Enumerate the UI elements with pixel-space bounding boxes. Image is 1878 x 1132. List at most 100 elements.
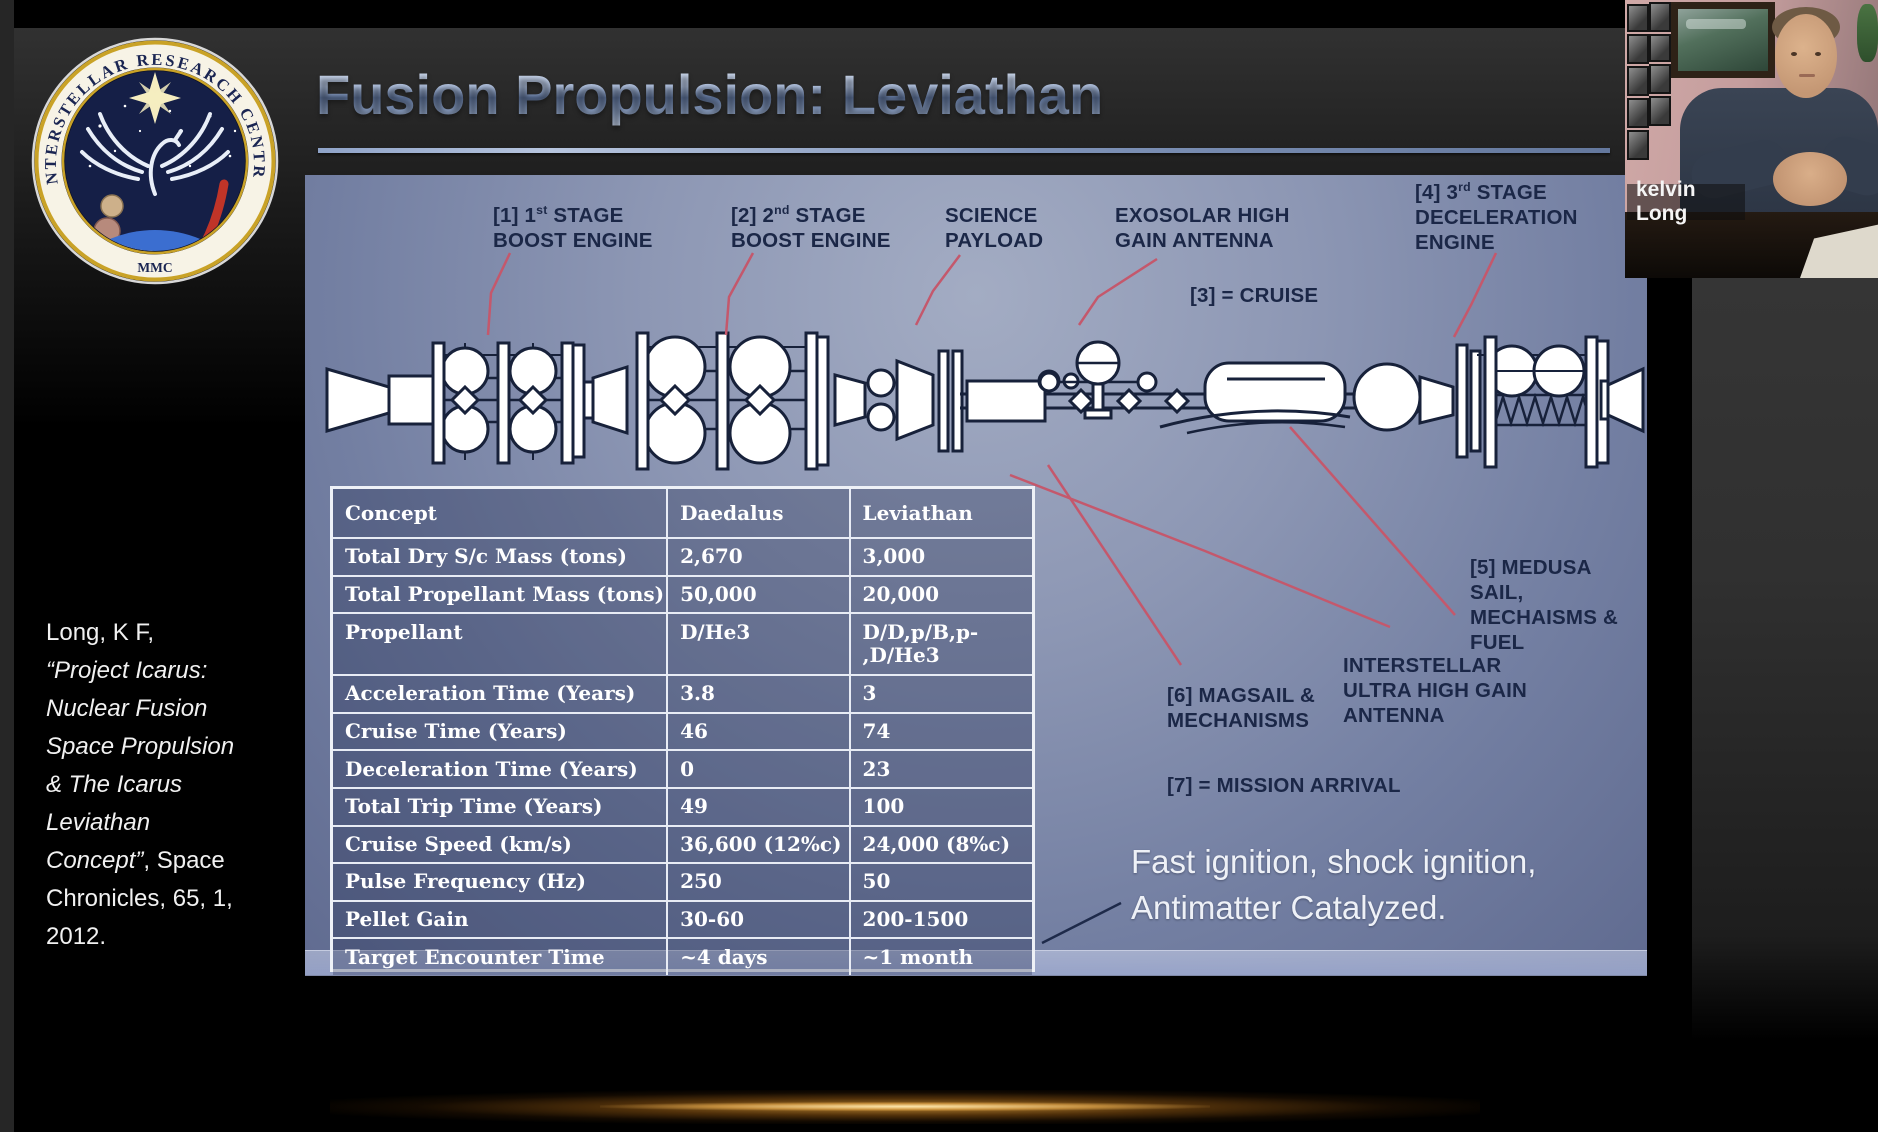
pegasus-icon [80,112,230,196]
irc-logo: INTERSTELLAR RESEARCH CENTRE MMC [30,36,279,285]
table-cell-value: 3.8 [666,676,848,712]
label-interstellar-antenna: INTERSTELLAR ULTRA HIGH GAIN ANTENNA [1343,654,1528,727]
citation-line: Concept”, Space [46,847,225,874]
pointer-lines [486,252,1498,666]
label-exosolar-antenna: EXOSOLAR HIGH GAIN ANTENNA [1115,204,1290,252]
citation-line: 2012. [46,923,107,950]
stage-light-core [600,1102,1210,1111]
table-row-label: Pellet Gain [345,907,469,932]
table-row: Cruise Speed (km/s) 36,600 (12%c)24,000 (… [333,824,1032,863]
table-row-label: Deceleration Time (Years) [345,756,638,781]
wall-photo [1649,64,1671,94]
table-cell-value: 50 [848,864,1032,900]
wall-painting [1671,2,1775,78]
table-row-label: Cruise Speed (km/s) [345,831,572,856]
citation-line: Chronicles, 65, 1, [46,885,233,912]
logo-emblem [65,71,245,251]
citation-line: “Project Icarus: [46,657,208,684]
label-cruise: [3] = CRUISE [1190,284,1319,307]
name-tag: kelvin Long [1627,178,1745,225]
table-cell-value: 30-60 [666,901,848,938]
table-cell-value: 36,600 (12%c) [666,826,848,863]
table-cell-value: 20,000 [848,576,1032,613]
table-cell-value: 250 [666,864,848,900]
wall-photo [1649,96,1671,126]
label-stage2-boost: [2] 2nd STAGE BOOST ENGINE [731,203,891,252]
ignition-pointer-line [1041,901,1122,945]
wall-photo [1649,34,1671,62]
star-icon [129,72,181,124]
citation-line: Nuclear Fusion [46,695,208,722]
label-science-payload: SCIENCE PAYLOAD [945,204,1044,252]
citation: Long, K F, “Project Icarus: Nuclear Fusion… [46,614,286,956]
table-row-label: Target Encounter Time [345,944,605,969]
table-cell-value: 24,000 (8%c) [848,826,1032,863]
slide-title: Fusion Propulsion: Leviathan [316,63,1104,126]
table-cell-value: 23 [848,751,1032,787]
presenter-eye [1791,52,1797,56]
plant [1857,4,1878,62]
citation-line: & The Icarus [46,771,183,798]
science-payload-box [965,379,1047,423]
wall-photo [1627,98,1649,128]
table-row-label: Concept [345,500,437,525]
first-stage-nozzle [325,367,391,433]
wall-photo [1627,4,1649,32]
label-mission-arrival: [7] = MISSION ARRIVAL [1167,774,1401,797]
table-cell-value: 3 [848,676,1032,712]
table-cell-value: 49 [666,788,848,825]
table-row: Target Encounter Time ~4 days~1 month [333,937,1032,975]
table-cell-value: 100 [848,788,1032,825]
webcam-video: kelvin Long [1625,0,1878,278]
table-cell-value: ~1 month [848,939,1032,975]
table-row-label: Total Trip Time (Years) [345,794,603,819]
table-row-label: Pulse Frequency (Hz) [345,869,586,894]
table-row-label: Cruise Time (Years) [345,719,567,744]
table-cell-value: D/D,p/B,p- ,D/He3 [848,614,1032,675]
logo-mmc-text: MMC [137,260,172,275]
table-cell-value: 50,000 [666,576,848,613]
table-cell-value: ~4 days [666,939,848,975]
table-row-label: Propellant [345,620,463,645]
label-magsail: [6] MAGSAIL & MECHANISMS [1167,684,1316,732]
wall-photo [1627,66,1649,96]
table-cell-value: 74 [848,713,1032,750]
table-cell-value: 2,670 [666,539,848,575]
presentation-slide: [1] 1st STAGE BOOST ENGINE [2] 2nd STAGE… [305,175,1647,976]
table-cell-value: 0 [666,751,848,787]
wall-photo [1627,130,1649,160]
table-cell-value: D/He3 [666,614,848,675]
table-cell-value: 46 [666,713,848,750]
table-row-label: Acceleration Time (Years) [345,681,636,706]
presenter-face [1775,14,1837,98]
presenter-eye [1815,52,1821,56]
citation-line: Long, K F, [46,619,155,646]
label-medusa-sail: [5] MEDUSA SAIL, MECHAISMS & FUEL [1470,556,1618,654]
left-edge-strip [0,0,14,1132]
presenter-hands [1773,152,1847,206]
table-cell-value: 200-1500 [848,901,1032,938]
wall-photo [1627,34,1649,64]
citation-line: Leviathan [46,809,151,836]
table-cell-value: Leviathan [848,489,1032,537]
table-cell-value: Daedalus [666,489,848,537]
spacecraft-schematic [325,252,1645,945]
wall-photo [1649,2,1671,32]
table-row-label: Total Propellant Mass (tons) [345,581,665,606]
citation-line: Space Propulsion [46,733,235,760]
label-stage3-deceleration: [4] 3rd STAGE DECELERATION ENGINE [1415,180,1578,254]
table-row-label: Total Dry S/c Mass (tons) [345,544,627,569]
table-cell-value: 3,000 [848,539,1032,575]
presenter-mouth [1799,74,1815,77]
